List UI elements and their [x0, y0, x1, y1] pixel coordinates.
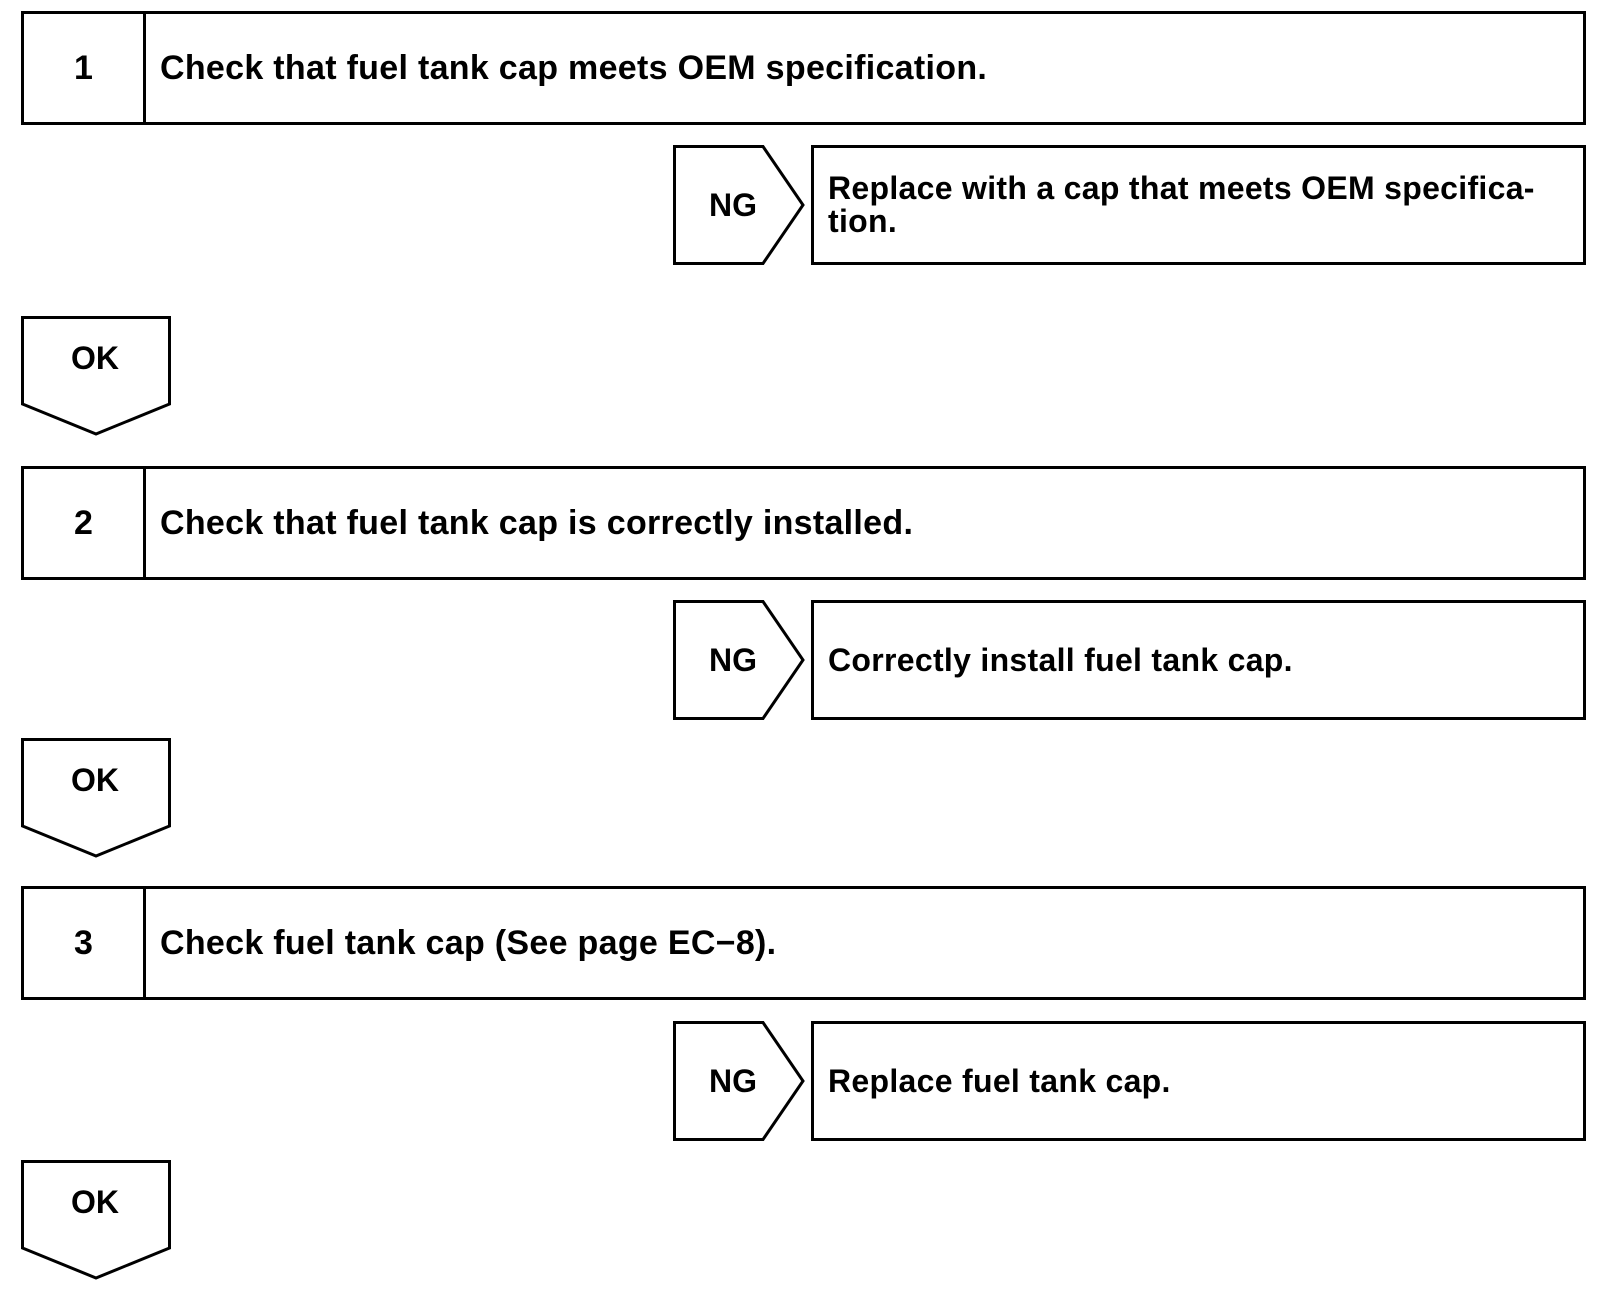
step-2-ng-action-box: Correctly install fuel tank cap.	[811, 600, 1586, 720]
ng-label: NG	[709, 186, 757, 223]
step-number: 2	[24, 469, 146, 577]
ng-action-text: Correctly install fuel tank cap.	[828, 642, 1293, 678]
ok-arrow: OK	[21, 738, 171, 860]
step-number: 1	[24, 14, 146, 122]
step-number: 3	[24, 889, 146, 997]
step-1-box: 1 Check that fuel tank cap meets OEM spe…	[21, 11, 1586, 125]
ok-label: OK	[71, 762, 119, 798]
ng-arrow: NG	[673, 145, 805, 265]
step-3-ng-action-box: Replace fuel tank cap.	[811, 1021, 1586, 1141]
ok-arrow: OK	[21, 316, 171, 438]
step-3-box: 3 Check fuel tank cap (See page EC−8).	[21, 886, 1586, 1000]
ok-arrow: OK	[21, 1160, 171, 1282]
step-1-ng-action-box: Replace with a cap that meets OEM specif…	[811, 145, 1586, 265]
ng-label: NG	[709, 641, 757, 678]
ng-arrow: NG	[673, 1021, 805, 1141]
ng-action-text: Replace fuel tank cap.	[828, 1063, 1171, 1099]
ng-label: NG	[709, 1062, 757, 1099]
ng-action-text: Replace with a cap that meets OEM specif…	[828, 170, 1535, 239]
step-check-text: Check that fuel tank cap is correctly in…	[160, 503, 914, 542]
step-2-box: 2 Check that fuel tank cap is correctly …	[21, 466, 1586, 580]
ok-label: OK	[71, 1184, 119, 1220]
step-check-text: Check that fuel tank cap meets OEM speci…	[160, 48, 988, 87]
ng-arrow: NG	[673, 600, 805, 720]
ok-label: OK	[71, 340, 119, 376]
step-check-text: Check fuel tank cap (See page EC−8).	[160, 923, 777, 962]
